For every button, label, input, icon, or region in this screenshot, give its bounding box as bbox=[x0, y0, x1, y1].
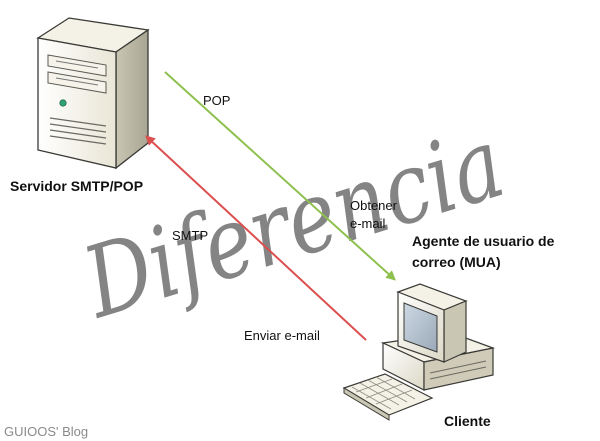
pop-arrow bbox=[164, 71, 396, 281]
smtp-arrow bbox=[145, 135, 367, 341]
agent-label-line1: Agente de usuario de bbox=[412, 233, 555, 249]
server-label: Servidor SMTP/POP bbox=[10, 178, 144, 194]
watermark: GUIOOS' Blog bbox=[4, 424, 89, 439]
agent-label-line2: correo (MUA) bbox=[412, 254, 501, 270]
client-label: Cliente bbox=[444, 413, 491, 429]
pop-label: POP bbox=[203, 93, 231, 108]
enviar-label: Enviar e-mail bbox=[244, 328, 320, 343]
smtp-label: SMTP bbox=[172, 228, 209, 243]
obtener-label-line2: e-mail bbox=[350, 216, 386, 231]
obtener-label-line1: Obtener bbox=[350, 198, 397, 213]
